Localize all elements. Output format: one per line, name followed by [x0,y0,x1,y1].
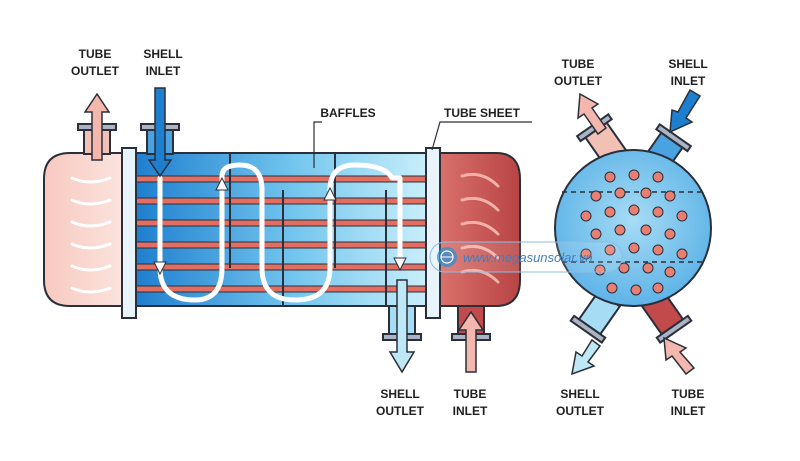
label-side-tube-outlet-1: TUBE [562,57,595,71]
watermark-text: www.megasunsolar.vn [463,250,593,265]
label-side-tube-outlet-2: OUTLET [554,74,603,88]
baffles [229,153,387,306]
label-tube-outlet-1: TUBE [79,47,112,61]
side-view [554,88,712,376]
label-shell-outlet-2: OUTLET [376,404,425,418]
tube-outlet-nozzle [77,92,117,161]
label-side-shell-outlet-2: OUTLET [556,404,605,418]
left-head-channel [43,152,123,307]
side-tube-outlet-arrow [577,92,608,136]
leader-lines [313,121,532,168]
shell-flow-arrows [157,162,403,303]
tube-flow-arrows-left [70,176,112,294]
label-shell-inlet-1: SHELL [143,47,182,61]
shell-flow-arrowheads [153,176,407,276]
label-shell-inlet-2: INLET [146,64,181,78]
label-tube-outlet-2: OUTLET [71,64,120,78]
side-shell-inlet-arrow [669,88,702,134]
tube-inlet-nozzle [451,305,491,373]
shell-inlet-nozzle [140,87,180,178]
label-shell-outlet-1: SHELL [380,387,419,401]
labels: TUBE OUTLET SHELL INLET BAFFLES TUBE SHE… [71,47,708,418]
shell-outlet-nozzle [382,279,422,374]
watermark: www.megasunsolar.vn [429,241,623,273]
label-side-tube-inlet-1: TUBE [672,387,705,401]
label-tube-inlet-1: TUBE [454,387,487,401]
tube-sheets [121,147,441,319]
right-head-channel [439,152,521,307]
label-tube-sheet: TUBE SHEET [444,106,521,120]
tube-flow-arrows-right [460,172,500,284]
label-baffles: BAFFLES [320,106,375,120]
label-side-shell-inlet-1: SHELL [668,57,707,71]
side-tube-inlet-arrow [663,336,696,376]
side-shell-outlet-arrow [571,338,602,376]
label-side-shell-outlet-1: SHELL [560,387,599,401]
tube-holes [580,169,688,296]
label-side-tube-inlet-2: INLET [671,404,706,418]
label-tube-inlet-2: INLET [453,404,488,418]
label-side-shell-inlet-2: INLET [671,74,706,88]
